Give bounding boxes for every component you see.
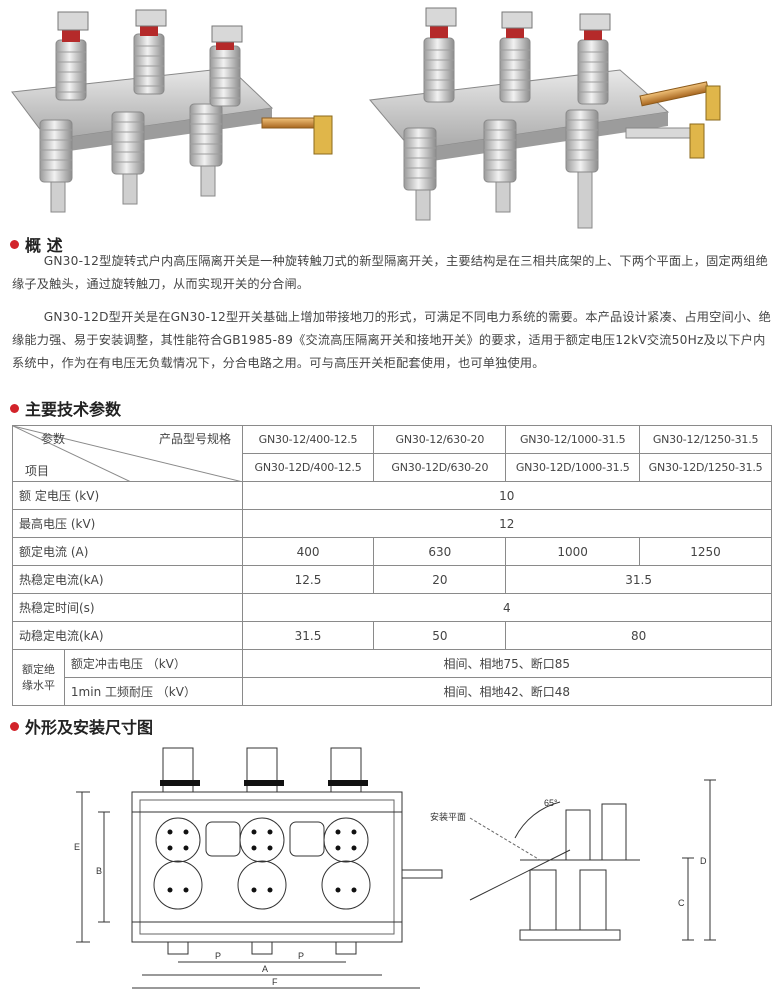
corner-diagonals bbox=[13, 426, 243, 482]
row-label: 额 定电压 (kV) bbox=[12, 481, 243, 510]
corner-label-model: 产品型号规格 bbox=[159, 432, 232, 446]
row-value: 相间、相地75、断口85 bbox=[241, 649, 773, 678]
angle-label: 65° bbox=[544, 798, 558, 808]
row-value: 630 bbox=[373, 537, 507, 566]
row-value: 400 bbox=[241, 537, 375, 566]
dim-label-c: C bbox=[678, 898, 685, 908]
row-value: 12.5 bbox=[241, 565, 375, 594]
model-cell: GN30-12D/1250-31.5 bbox=[639, 453, 772, 482]
table-row: 热稳定时间(s) 4 bbox=[12, 593, 773, 622]
row-value: 4 bbox=[241, 593, 773, 622]
model-cell: GN30-12D/400-12.5 bbox=[241, 453, 375, 482]
model-cell: GN30-12/630-20 bbox=[373, 425, 507, 454]
dim-label-b: B bbox=[96, 866, 102, 876]
model-cell: GN30-12/400-12.5 bbox=[241, 425, 375, 454]
intro-paragraph-1: GN30-12型旋转式户内高压隔离开关是一种旋转触刀式的新型隔离开关，主要结构是… bbox=[12, 254, 769, 291]
section-title-overview: 概 述 bbox=[10, 232, 63, 256]
table-row: 最高电压 (kV) 12 bbox=[12, 509, 773, 538]
row-value: 10 bbox=[241, 481, 773, 510]
model-cell: GN30-12D/1000-31.5 bbox=[505, 453, 641, 482]
table-row: 额定绝 缘水平 额定冲击电压 （kV） 相间、相地75、断口85 bbox=[12, 649, 773, 706]
bullet-icon bbox=[10, 239, 19, 249]
product-photos bbox=[11, 7, 721, 229]
table-row: 动稳定电流(kA) 31.5 50 80 bbox=[12, 621, 772, 650]
bullet-icon bbox=[10, 403, 19, 413]
row-value: 20 bbox=[373, 565, 507, 594]
spec-table: 参数 产品型号规格 项目 GN30-12/400-12.5 GN30-12/63… bbox=[12, 425, 773, 706]
table-row: 1min 工频耐压 （kV） 相间、相地42、断口48 bbox=[13, 677, 773, 706]
model-cell: GN30-12/1000-31.5 bbox=[505, 425, 641, 454]
table-row: 参数 产品型号规格 项目 GN30-12/400-12.5 GN30-12/63… bbox=[12, 425, 772, 482]
row-value: 80 bbox=[505, 621, 772, 650]
table-row: 额 定电压 (kV) 10 bbox=[12, 481, 773, 510]
row-label: 1min 工频耐压 （kV） bbox=[63, 677, 243, 706]
row-value: 50 bbox=[373, 621, 507, 650]
row-value: 1000 bbox=[505, 537, 641, 566]
row-label: 动稳定电流(kA) bbox=[12, 621, 243, 650]
row-label: 热稳定电流(kA) bbox=[12, 565, 243, 594]
bullet-icon bbox=[10, 721, 19, 731]
model-cell: GN30-12/1250-31.5 bbox=[639, 425, 772, 454]
photo-gn30-12d bbox=[369, 7, 721, 229]
dim-label-d: D bbox=[700, 856, 707, 866]
table-row: GN30-12D/400-12.5 GN30-12D/630-20 GN30-1… bbox=[13, 453, 772, 482]
row-value: 31.5 bbox=[505, 565, 772, 594]
row-label: 最高电压 (kV) bbox=[12, 509, 243, 538]
install-plane-label: 安装平面 bbox=[430, 811, 466, 822]
row-value: 相间、相地42、断口48 bbox=[241, 677, 773, 706]
corner-label-params: 参数 bbox=[41, 432, 66, 446]
dim-label-e: E bbox=[74, 842, 80, 852]
dim-label-a: A bbox=[262, 964, 268, 974]
row-label: 额定电流 (A) bbox=[12, 537, 243, 566]
photo-gn30-12 bbox=[11, 9, 333, 213]
row-value: 31.5 bbox=[241, 621, 375, 650]
dim-label-p: P bbox=[215, 951, 221, 961]
section-title-specs: 主要技术参数 bbox=[10, 396, 121, 420]
dim-label-p: P bbox=[298, 951, 304, 961]
table-row: 热稳定电流(kA) 12.5 20 31.5 bbox=[12, 565, 772, 594]
insulation-label: 额定绝 缘水平 bbox=[12, 649, 65, 706]
section-title-dimensions: 外形及安装尺寸图 bbox=[10, 714, 153, 738]
row-value: 1250 bbox=[639, 537, 772, 566]
table-corner-header: 参数 产品型号规格 项目 bbox=[12, 425, 243, 482]
model-cell: GN30-12D/630-20 bbox=[373, 453, 507, 482]
intro-paragraph-2: GN30-12D型开关是在GN30-12型开关基础上增加带接地刀的形式，可满足不… bbox=[12, 310, 772, 370]
dimension-drawing: E B P P A F C D 65° 安装平面 bbox=[74, 747, 716, 989]
row-label: 额定冲击电压 （kV） bbox=[63, 649, 243, 678]
dim-label-f: F bbox=[272, 977, 278, 987]
corner-label-item: 项目 bbox=[25, 464, 50, 478]
row-value: 12 bbox=[241, 509, 773, 538]
row-label: 热稳定时间(s) bbox=[12, 593, 243, 622]
table-row: 额定电流 (A) 400 630 1000 1250 bbox=[12, 537, 772, 566]
